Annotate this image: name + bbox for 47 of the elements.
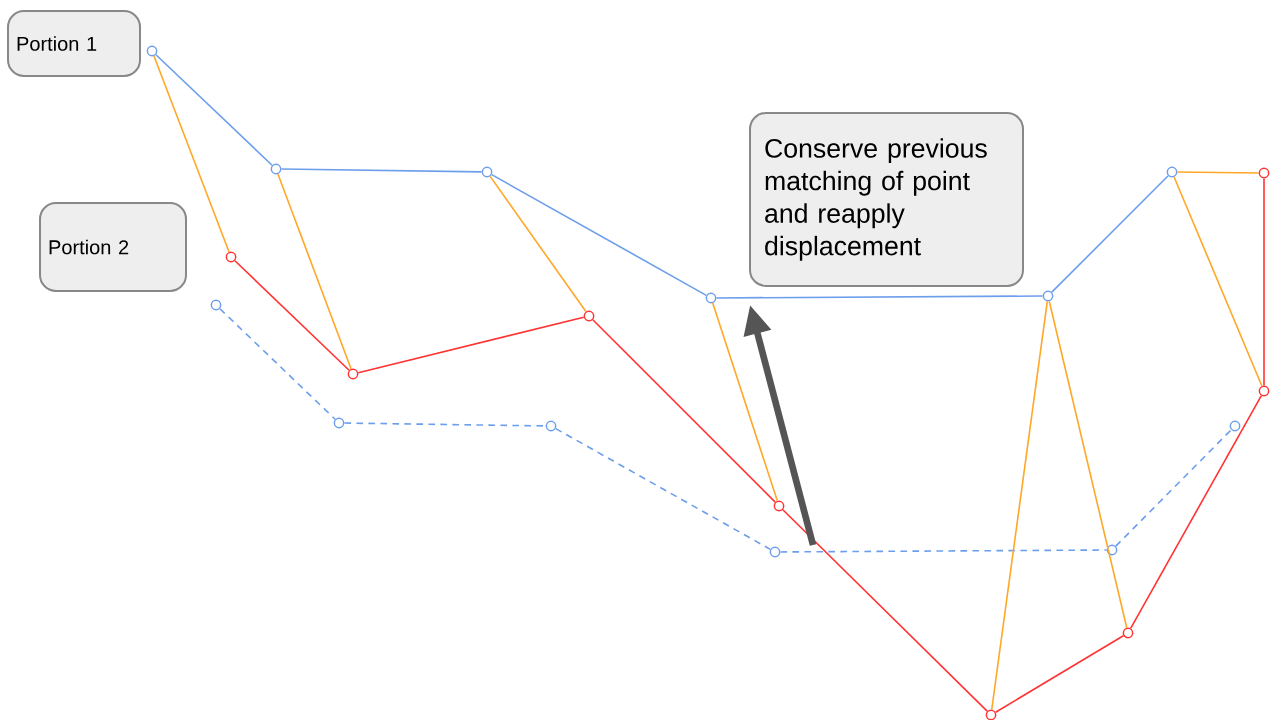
connector-line (490, 173, 708, 297)
connector-line (1173, 176, 1263, 387)
point-marker (773, 500, 785, 512)
point-marker (1229, 420, 1241, 432)
point-marker (1258, 385, 1270, 397)
point-marker (146, 45, 158, 57)
connector-line (782, 508, 988, 712)
connector-line (1051, 175, 1169, 293)
connector-line (219, 307, 336, 421)
point-marker (270, 163, 282, 175)
text-box: Portion 1 (7, 10, 141, 77)
connector-line (554, 427, 772, 551)
text-box: Conserve previous matching of point and reapply displacement (749, 112, 1024, 287)
connector-line (155, 53, 273, 167)
connector-line (1115, 429, 1232, 547)
connector-line (1129, 394, 1263, 630)
connector-line (779, 549, 1108, 553)
point-marker (705, 292, 717, 304)
point-marker (769, 546, 781, 558)
connector-line (592, 319, 776, 503)
point-marker (1258, 167, 1270, 179)
point-marker (333, 417, 345, 429)
connector-line (277, 173, 352, 370)
connector-line (153, 55, 230, 253)
connector-line (1176, 171, 1260, 174)
text-box: Portion 2 (39, 202, 187, 292)
point-marker (985, 709, 997, 720)
point-marker (1122, 627, 1134, 639)
point-marker (583, 310, 595, 322)
connector-line (711, 302, 779, 502)
point-marker (1106, 544, 1118, 556)
connector-line (234, 259, 350, 372)
point-marker (1042, 290, 1054, 302)
point-marker (545, 420, 557, 432)
point-marker (347, 368, 359, 380)
connector-line (1263, 177, 1265, 387)
connector-line (990, 300, 1049, 711)
connector-line (280, 168, 483, 173)
connector-line (357, 316, 585, 374)
connector-line (994, 634, 1125, 713)
point-marker (481, 166, 493, 178)
connector-line (715, 295, 1044, 299)
connector-line (1048, 300, 1128, 629)
connector-line (489, 175, 587, 313)
point-marker (210, 299, 222, 311)
point-marker (225, 251, 237, 263)
point-marker (1166, 166, 1178, 178)
